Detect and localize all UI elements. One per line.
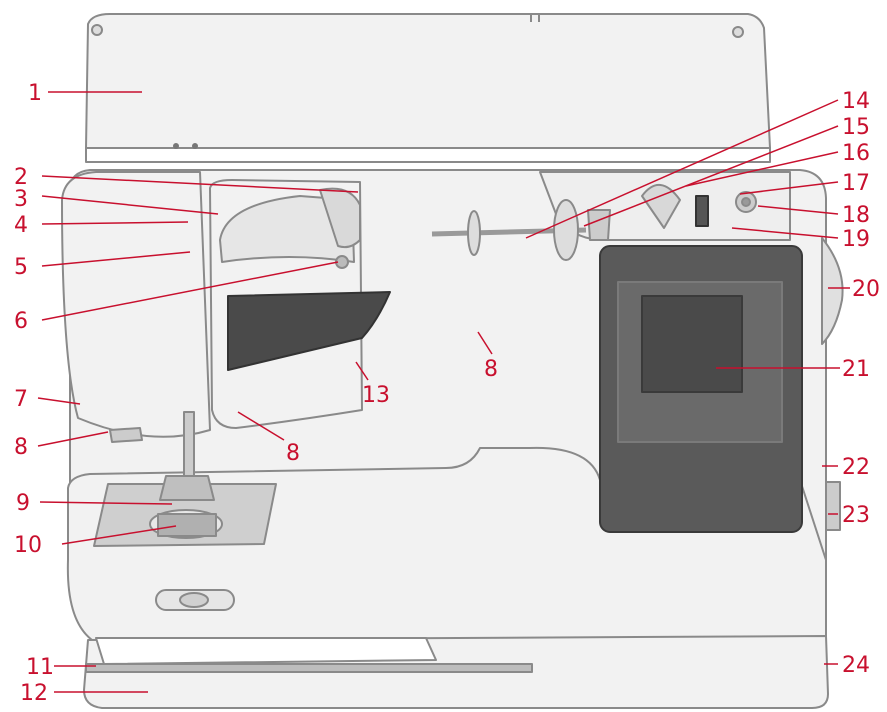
- machine-illustration: [62, 14, 843, 708]
- callout-23: 23: [842, 503, 870, 528]
- spool-cap-icon: [468, 211, 480, 255]
- callout-11: 11: [26, 655, 54, 680]
- callout-20: 20: [852, 277, 880, 302]
- touch-screen-display: [642, 296, 742, 392]
- lid-screw-right-icon: [733, 27, 743, 37]
- callout-21: 21: [842, 357, 870, 382]
- callout-19: 19: [842, 227, 870, 252]
- ruler-strip: [86, 664, 532, 672]
- side-connector: [826, 482, 840, 530]
- callout-8c: 8: [484, 357, 498, 382]
- callout-6: 6: [14, 309, 28, 334]
- callout-1: 1: [28, 81, 42, 106]
- callout-16: 16: [842, 141, 870, 166]
- bobbin-winder-spindle-inner-icon: [742, 198, 750, 206]
- callout-15: 15: [842, 115, 870, 140]
- needle-bar: [184, 412, 194, 478]
- callout-18: 18: [842, 203, 870, 228]
- head-end-cover: [62, 172, 210, 437]
- lid-edge: [86, 148, 770, 162]
- knee-lift-socket-icon: [180, 593, 208, 607]
- callout-10: 10: [14, 533, 42, 558]
- auxiliary-spool-pin: [696, 196, 708, 226]
- lid-screw-left-icon: [92, 25, 102, 35]
- callout-12: 12: [20, 681, 48, 706]
- callout-9: 9: [16, 491, 30, 516]
- callout-4: 4: [14, 213, 28, 238]
- tray-lip: [96, 638, 436, 664]
- bobbin-winder-lever: [588, 210, 610, 240]
- lid-dot-icon: [173, 143, 179, 149]
- callout-14: 14: [842, 89, 870, 114]
- callout-5: 5: [14, 255, 28, 280]
- lid-dot-icon: [192, 143, 198, 149]
- bobbin-window: [158, 514, 216, 536]
- callout-13: 13: [362, 383, 390, 408]
- callout-22: 22: [842, 455, 870, 480]
- thread-cutter: [110, 428, 142, 442]
- presser-foot: [160, 476, 214, 500]
- callout-8b: 8: [286, 441, 300, 466]
- callout-7: 7: [14, 387, 28, 412]
- callout-17: 17: [842, 171, 870, 196]
- spool-disc-icon: [554, 200, 578, 260]
- callout-24: 24: [842, 653, 870, 678]
- handwheel: [822, 238, 843, 344]
- callout-3: 3: [14, 187, 28, 212]
- callout-8a: 8: [14, 435, 28, 460]
- lid-shape: [86, 14, 770, 148]
